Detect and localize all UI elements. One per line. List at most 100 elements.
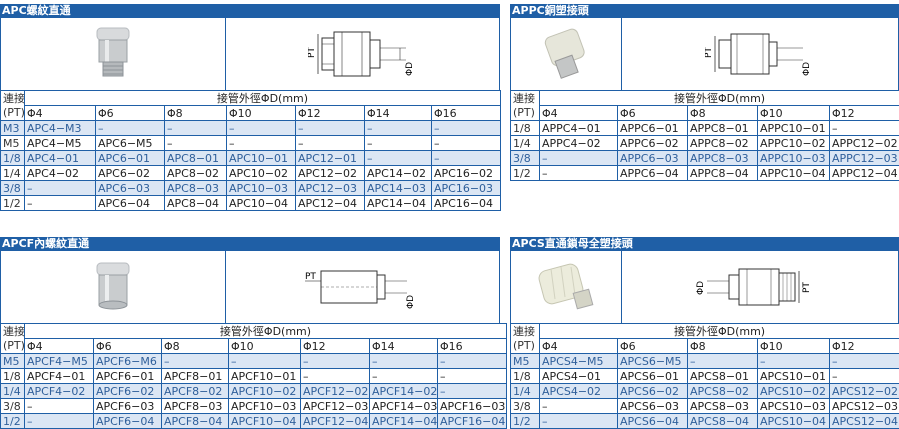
column-header: Φ6: [618, 106, 688, 121]
model-cell: APC16−02: [432, 166, 501, 181]
thread-size: 1/4: [511, 136, 540, 151]
model-cell: APCF4−M5: [25, 354, 94, 369]
model-cell: APCS10−01: [758, 369, 830, 384]
fitting-photo-icon: [83, 257, 143, 317]
product-photo: [511, 18, 622, 90]
panel-apc: APC螺紋直通 PT ΦD: [0, 4, 500, 211]
model-cell: APCF12−02: [301, 384, 370, 399]
model-cell: –: [758, 354, 830, 369]
model-cell: APPC10−02: [758, 136, 830, 151]
model-cell: APCS6−03: [618, 399, 688, 414]
column-header: Φ10: [227, 106, 296, 121]
model-cell: APPC10−04: [758, 166, 830, 181]
od-header: 接管外徑ΦD(mm): [25, 324, 507, 339]
pt-label: PT: [308, 47, 317, 58]
model-cell: APC8−01: [165, 151, 227, 166]
model-cell: APCS10−02: [758, 384, 830, 399]
thread-size: 1/4: [1, 384, 25, 399]
thread-size: 3/8: [511, 399, 540, 414]
model-cell: –: [432, 121, 501, 136]
model-cell: APC10−02: [227, 166, 296, 181]
model-cell: APC14−02: [365, 166, 432, 181]
model-cell: APCF6−M6: [94, 354, 162, 369]
pt-label: PT: [705, 47, 714, 58]
column-header: Φ12: [830, 339, 899, 354]
model-cell: APCF14−03: [370, 399, 438, 414]
od-header: 接管外徑ΦD(mm): [540, 91, 899, 106]
panel-title: APC螺紋直通: [0, 4, 500, 18]
product-photo: [1, 18, 226, 90]
model-cell: –: [296, 121, 365, 136]
fitting-photo-icon: [83, 24, 143, 84]
model-cell: APC4−01: [25, 151, 96, 166]
connect-label: 連接: [511, 324, 540, 339]
model-cell: –: [432, 136, 501, 151]
model-cell: –: [296, 136, 365, 151]
thread-size: 1/8: [511, 369, 540, 384]
model-cell: APCF14−02: [370, 384, 438, 399]
model-cell: APCS8−02: [688, 384, 758, 399]
model-cell: APC4−02: [25, 166, 96, 181]
column-header: Φ4: [25, 339, 94, 354]
model-cell: APCF8−02: [162, 384, 229, 399]
model-cell: APPC10−01: [758, 121, 830, 136]
column-header: Φ8: [162, 339, 229, 354]
model-cell: APCF12−04: [301, 414, 370, 429]
model-cell: –: [162, 354, 229, 369]
model-cell: APCF8−04: [162, 414, 229, 429]
model-cell: –: [227, 121, 296, 136]
model-cell: APPC12−02: [830, 136, 899, 151]
pt-label: (PT): [1, 106, 25, 121]
thread-size: 3/8: [511, 151, 540, 166]
model-cell: APPC8−03: [688, 151, 758, 166]
thread-size: M5: [1, 136, 25, 151]
thread-size: M5: [511, 354, 540, 369]
model-cell: APC16−03: [432, 181, 501, 196]
model-cell: APCS6−01: [618, 369, 688, 384]
technical-drawing: PT ΦD: [226, 18, 499, 90]
model-cell: APCS4−02: [540, 384, 618, 399]
model-cell: APPC4−01: [540, 121, 618, 136]
model-cell: APCS12−04: [830, 414, 899, 429]
model-cell: –: [25, 414, 94, 429]
column-header: Φ6: [618, 339, 688, 354]
model-cell: APCF10−01: [229, 369, 301, 384]
model-cell: –: [25, 399, 94, 414]
model-cell: APCS4−M5: [540, 354, 618, 369]
model-cell: –: [365, 136, 432, 151]
thread-size: 1/8: [511, 121, 540, 136]
technical-drawing: PT ΦD: [622, 18, 898, 90]
thread-size: M3: [1, 121, 25, 136]
model-cell: APPC8−01: [688, 121, 758, 136]
model-cell: APPC4−02: [540, 136, 618, 151]
model-cell: APCS10−04: [758, 414, 830, 429]
panel-apcs: APCS直通鎖母全塑接頭 ΦD PT 連接接管外徑ΦD(mm: [510, 237, 899, 429]
model-cell: APPC12−03: [830, 151, 899, 166]
model-cell: APC10−03: [227, 181, 296, 196]
thread-size: M5: [1, 354, 25, 369]
column-header: Φ4: [25, 106, 96, 121]
technical-drawing: ΦD PT: [622, 251, 898, 323]
column-header: Φ8: [688, 339, 758, 354]
od-label: ΦD: [406, 295, 416, 309]
fitting-photo-icon: [536, 24, 596, 84]
model-cell: –: [301, 369, 370, 384]
model-cell: –: [229, 354, 301, 369]
model-cell: APCS8−03: [688, 399, 758, 414]
column-header: Φ12: [301, 339, 370, 354]
model-cell: APC6−04: [96, 196, 165, 211]
model-cell: –: [438, 354, 507, 369]
